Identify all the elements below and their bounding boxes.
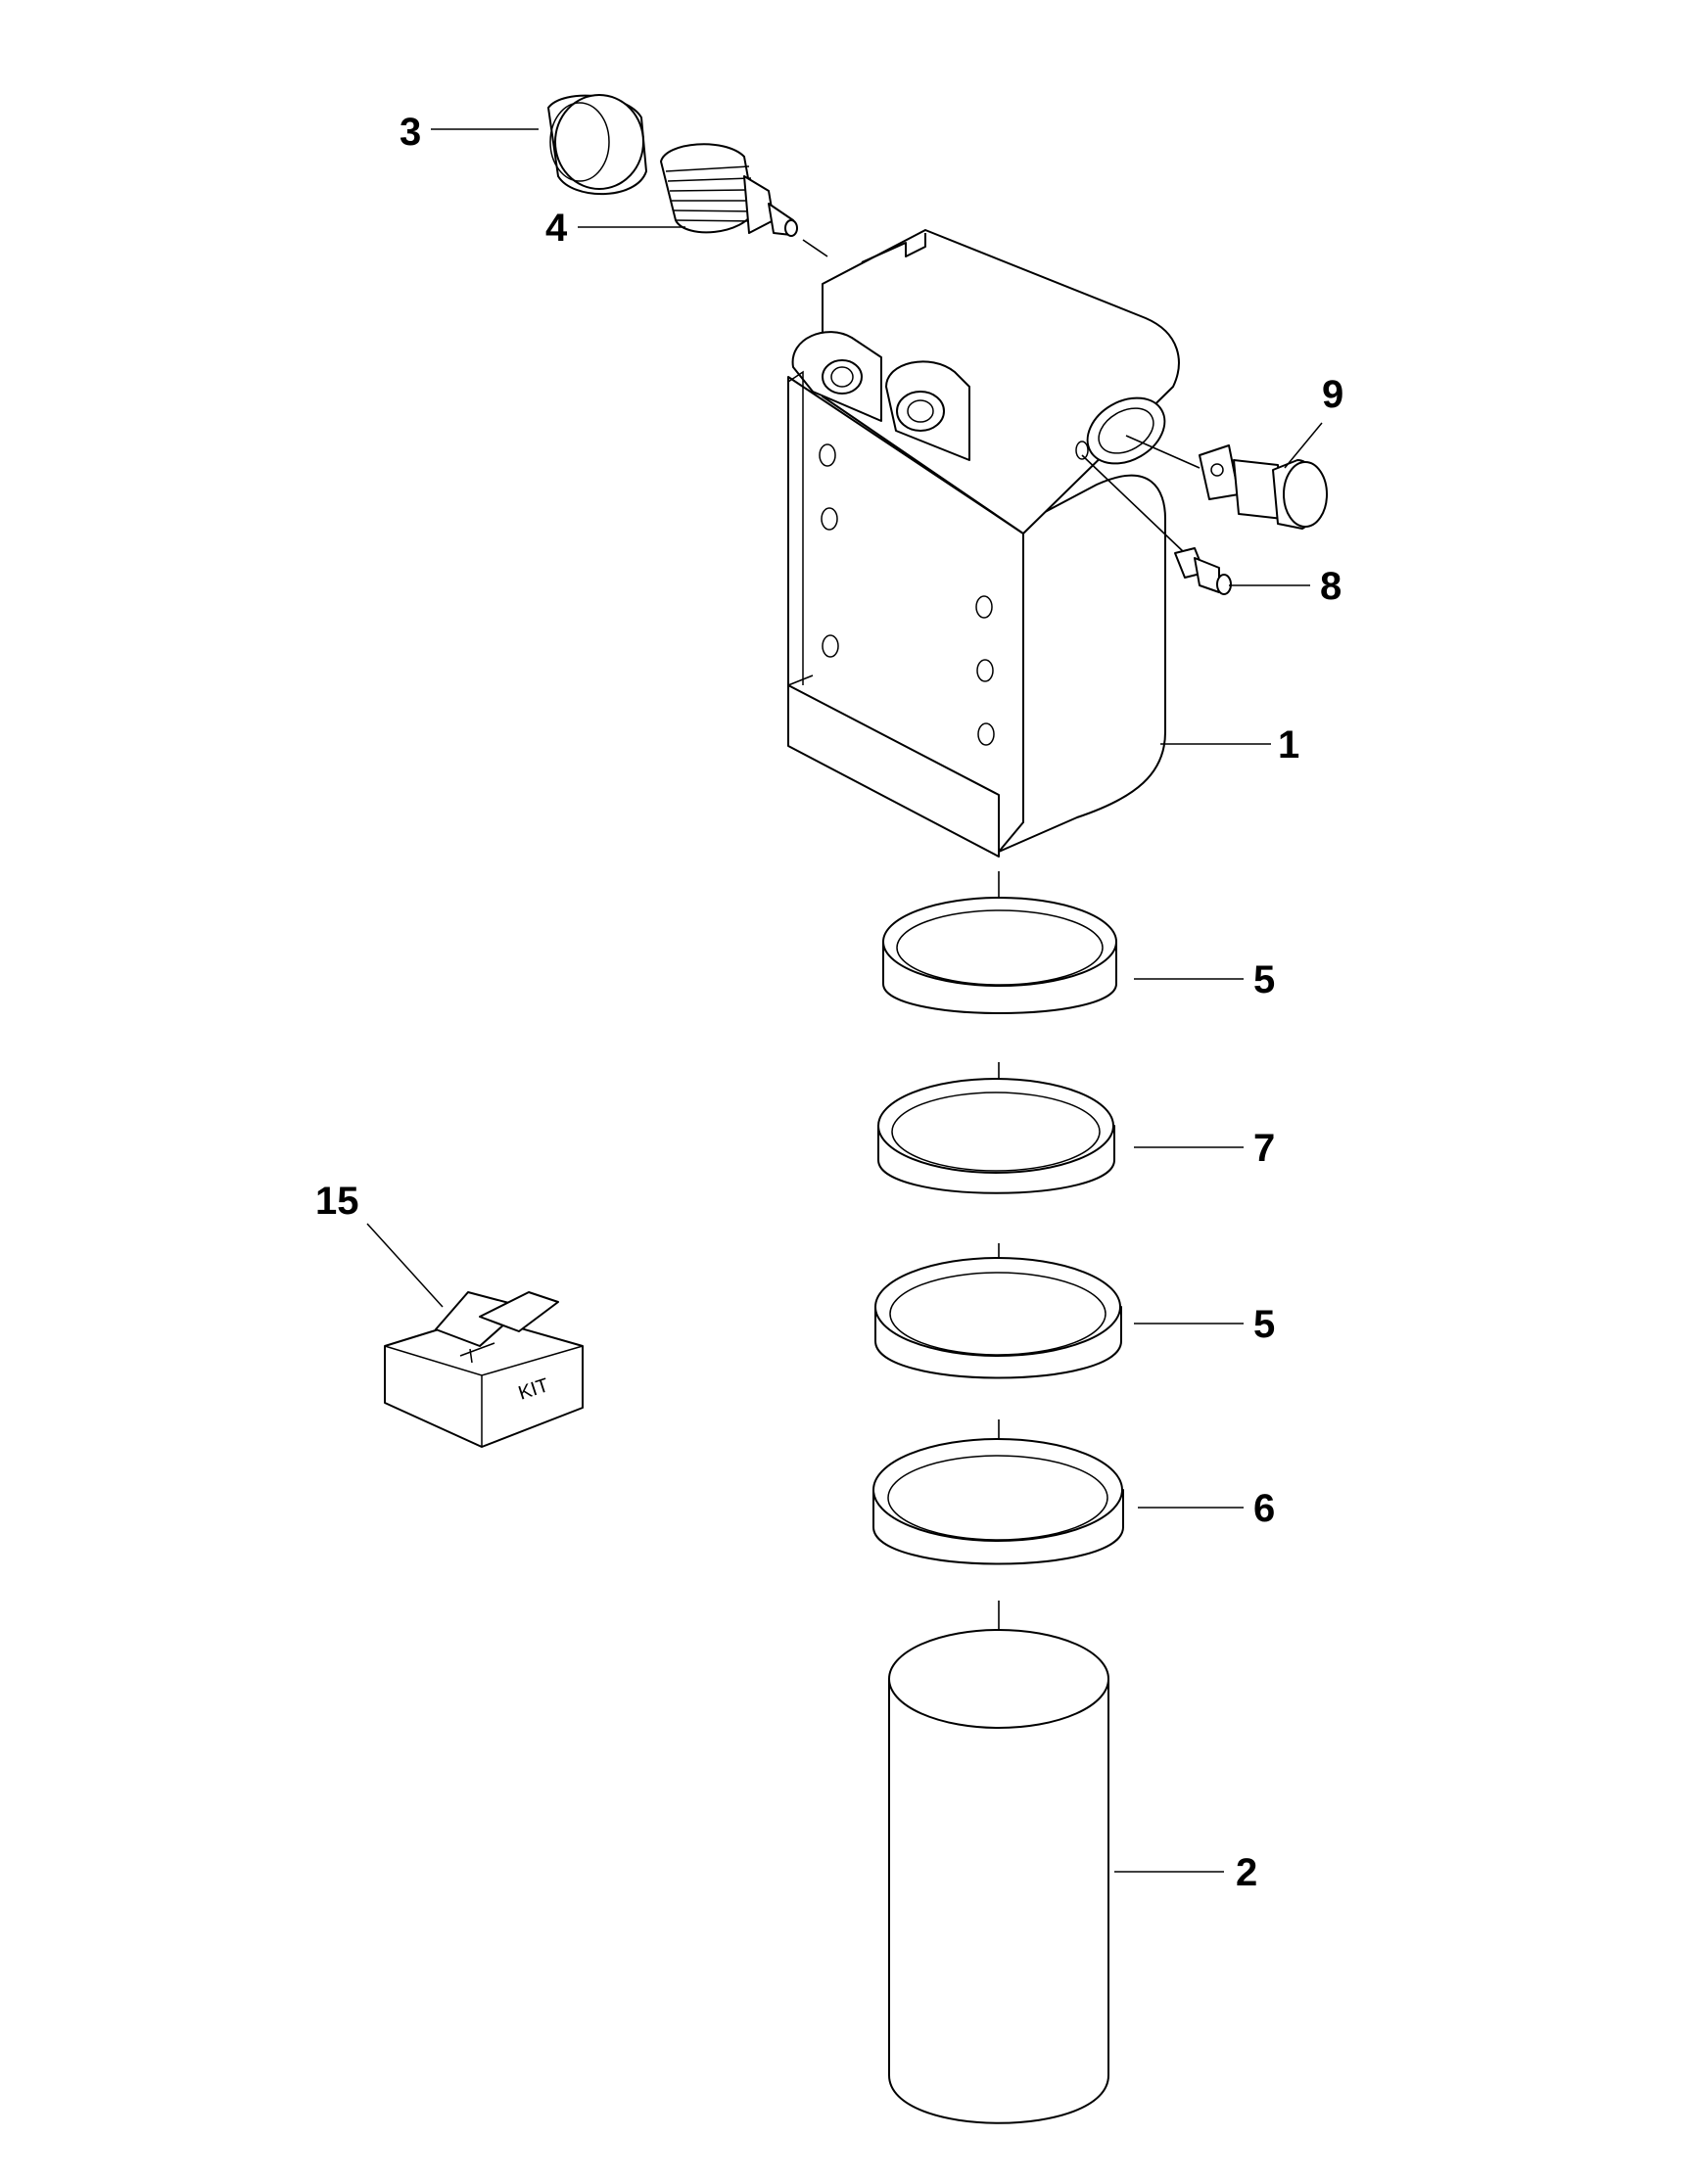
valve-fitting-part [1125, 435, 1328, 530]
callout-kit: 15 [315, 1180, 359, 1223]
callout-numbers: 3 4 9 8 1 5 7 5 6 2 15 [315, 111, 1343, 1894]
indicator-axis [802, 239, 828, 257]
leader-lines [366, 128, 1323, 1873]
callout-filter-element: 2 [1236, 1851, 1257, 1894]
callout-indicator: 4 [545, 207, 568, 250]
callout-cap: 3 [400, 111, 421, 154]
kit-box-part: KIT [384, 1291, 584, 1448]
ring-upper-part [882, 897, 1117, 1014]
indicator-part [660, 143, 798, 237]
filter-head-housing [787, 229, 1180, 858]
small-fitting-part [1081, 454, 1232, 595]
callout-backup-ring: 7 [1253, 1127, 1275, 1170]
callout-housing: 1 [1278, 723, 1299, 767]
callout-valve-fitting: 9 [1322, 373, 1343, 416]
callout-ring-upper: 5 [1253, 958, 1275, 1001]
seal-ring-part [872, 1438, 1124, 1565]
filter-element-part [888, 1629, 1109, 2124]
ring-lower-part [874, 1257, 1122, 1379]
cap-part [547, 94, 647, 196]
backup-ring-part [877, 1078, 1115, 1194]
callout-ring-lower: 5 [1253, 1303, 1275, 1346]
callout-seal-ring: 6 [1253, 1487, 1275, 1530]
callout-small-fitting: 8 [1320, 565, 1342, 608]
